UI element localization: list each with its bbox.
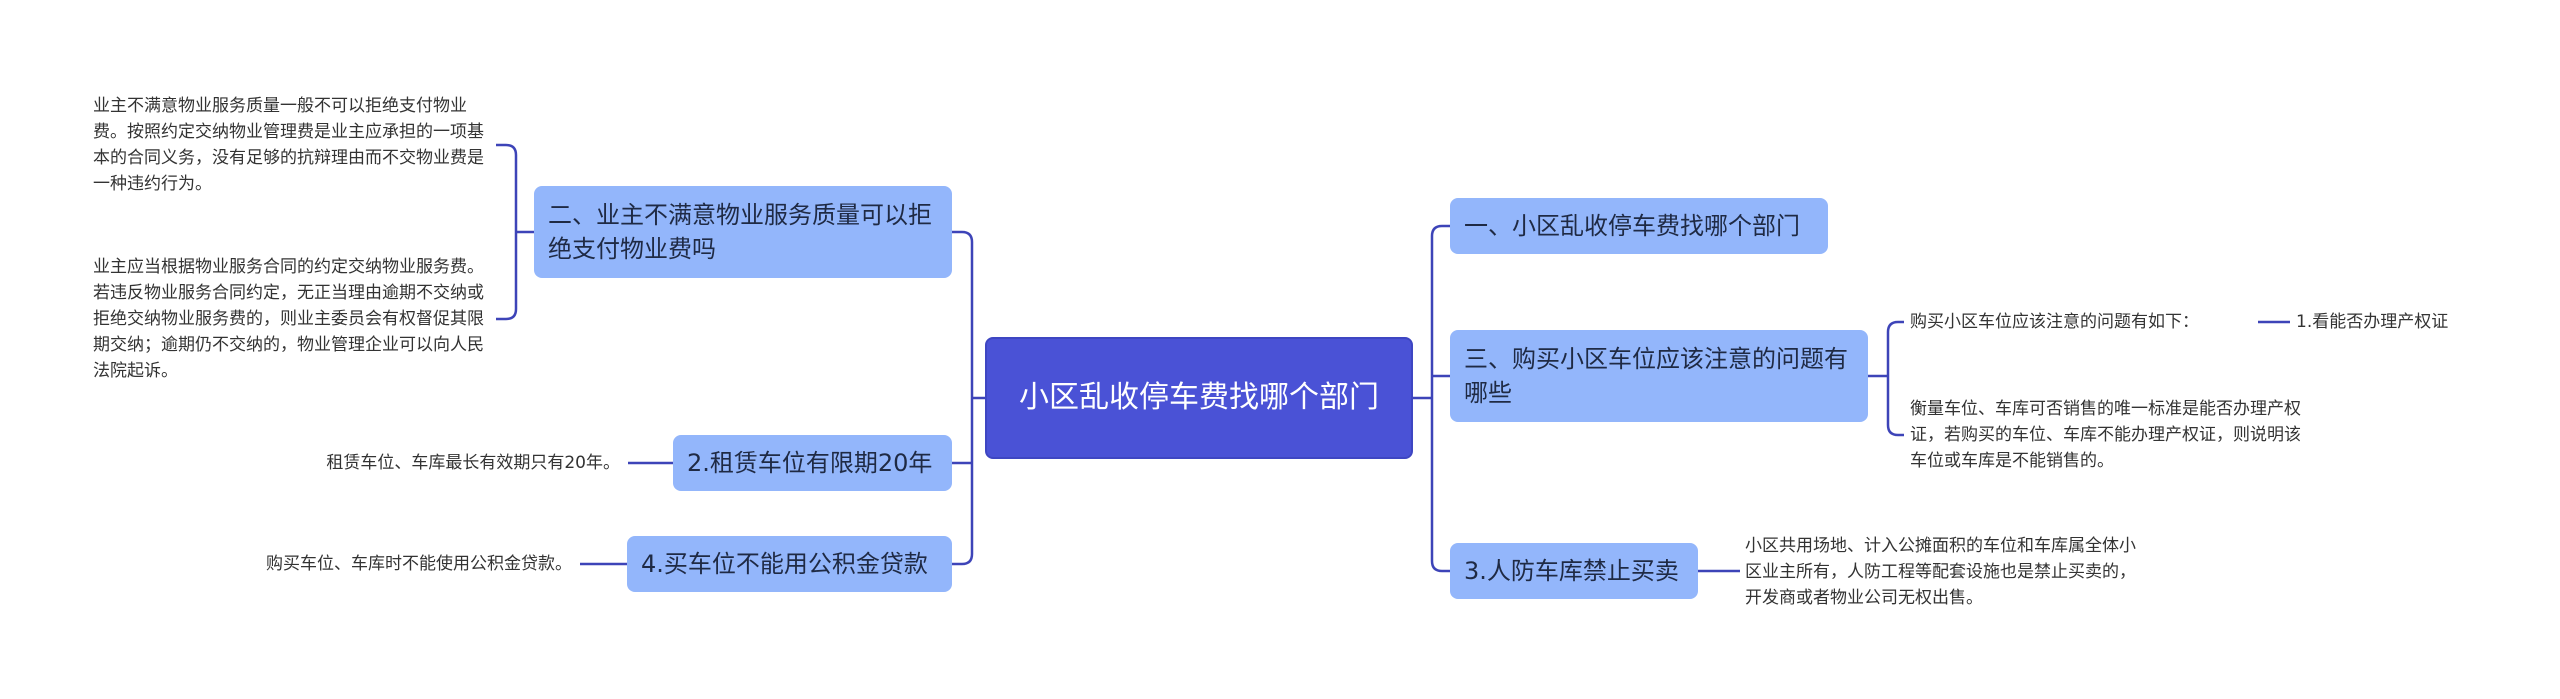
- branch-no-fund-loan[interactable]: 4.买车位不能用公积金贷款: [627, 536, 952, 592]
- connector-b2-bracket: [496, 143, 518, 321]
- leaf-refuse-answer: 业主不满意物业服务质量一般不可以拒绝支付物业费。按照约定交纳物业管理费是业主应承…: [93, 90, 493, 200]
- branch-rental-limit[interactable]: 2.租赁车位有限期20年: [673, 435, 952, 491]
- connector-right-trunk: [1430, 224, 1450, 573]
- leaf-no-fund-loan-label: 购买车位、车库时不能使用公积金贷款。: [266, 554, 572, 574]
- leaf-civil-defense-rule-text: 小区共用场地、计入公摊面积的车位和车库属全体小区业主所有，人防工程等配套设施也是…: [1745, 536, 2136, 608]
- root-topic[interactable]: 小区乱收停车费找哪个部门: [985, 337, 1413, 459]
- leaf-sale-criterion: 衡量车位、车库可否销售的唯一标准是能否办理产权证，若购买的车位、车库不能办理产权…: [1910, 395, 2310, 475]
- root-topic-label: 小区乱收停车费找哪个部门: [1019, 380, 1379, 415]
- leaf-rental-limit-label: 租赁车位、车库最长有效期只有20年。: [326, 453, 620, 473]
- branch-which-department[interactable]: 一、小区乱收停车费找哪个部门: [1450, 198, 1828, 254]
- branch-no-fund-loan-label: 4.买车位不能用公积金贷款: [641, 550, 928, 578]
- leaf-check-title-deed-text: 1.看能否办理产权证: [2296, 312, 2449, 332]
- leaf-sale-criterion-text: 衡量车位、车库可否销售的唯一标准是能否办理产权证，若购买的车位、车库不能办理产权…: [1910, 399, 2301, 471]
- leaf-check-title-deed: 1.看能否办理产权证: [2296, 309, 2516, 335]
- branch-parking-purchase-tips-label: 三、购买小区车位应该注意的问题有哪些: [1464, 345, 1848, 407]
- branch-parking-purchase-tips[interactable]: 三、购买小区车位应该注意的问题有哪些: [1450, 330, 1868, 422]
- branch-civil-defense-garage-label: 3.人防车库禁止买卖: [1464, 557, 1679, 585]
- leaf-no-fund-loan-text: 购买车位、车库时不能使用公积金贷款。: [200, 551, 572, 577]
- leaf-rental-limit-text: 租赁车位、车库最长有效期只有20年。: [250, 450, 620, 476]
- leaf-purchase-notes-intro-text: 购买小区车位应该注意的问题有如下：: [1910, 312, 2199, 332]
- branch-refuse-property-fee-label: 二、业主不满意物业服务质量可以拒绝支付物业费吗: [548, 201, 932, 263]
- connector-left-trunk: [952, 230, 974, 566]
- leaf-refuse-answer-text: 业主不满意物业服务质量一般不可以拒绝支付物业费。按照约定交纳物业管理费是业主应承…: [93, 96, 484, 194]
- branch-refuse-property-fee[interactable]: 二、业主不满意物业服务质量可以拒绝支付物业费吗: [534, 186, 952, 278]
- branch-rental-limit-label: 2.租赁车位有限期20年: [687, 449, 933, 477]
- connector-b3-bracket: [1886, 320, 1904, 437]
- leaf-purchase-notes-intro: 购买小区车位应该注意的问题有如下：: [1910, 309, 2240, 335]
- leaf-property-fee-obligation: 业主应当根据物业服务合同的约定交纳物业服务费。若违反物业服务合同约定，无正当理由…: [93, 254, 493, 384]
- branch-which-department-label: 一、小区乱收停车费找哪个部门: [1464, 212, 1800, 240]
- leaf-civil-defense-rule: 小区共用场地、计入公摊面积的车位和车库属全体小区业主所有，人防工程等配套设施也是…: [1745, 532, 2145, 612]
- branch-civil-defense-garage[interactable]: 3.人防车库禁止买卖: [1450, 543, 1698, 599]
- leaf-property-fee-obligation-text: 业主应当根据物业服务合同的约定交纳物业服务费。若违反物业服务合同约定，无正当理由…: [93, 257, 484, 381]
